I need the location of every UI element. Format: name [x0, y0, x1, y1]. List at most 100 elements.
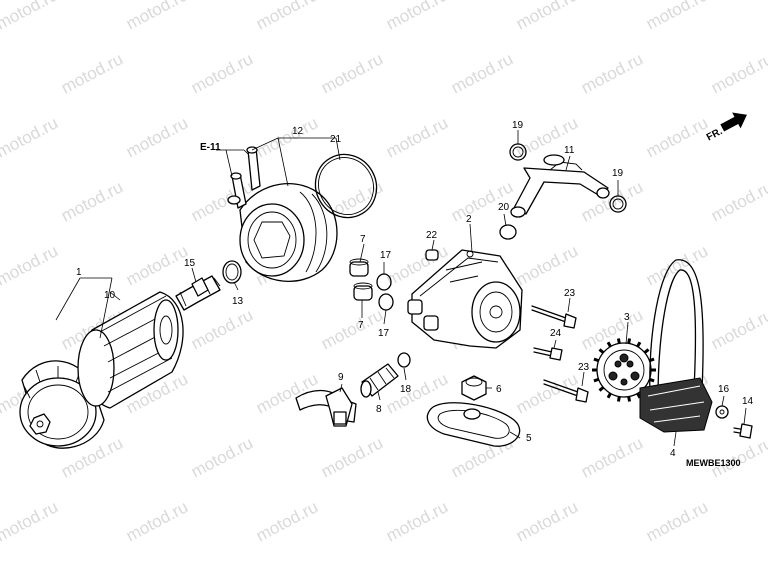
- callout-2: 2: [466, 214, 472, 225]
- callout-6: 6: [496, 384, 502, 395]
- sprocket-tooth: [616, 396, 621, 402]
- watermark-text: motod.ru: [123, 497, 191, 545]
- watermark-text: motod.ru: [708, 49, 768, 97]
- watermark-text: motod.ru: [513, 241, 581, 289]
- callout-21: 21: [330, 134, 342, 145]
- watermark-text: motod.ru: [513, 497, 581, 545]
- sprocket-tooth: [593, 377, 600, 383]
- sprocket-tooth: [636, 341, 642, 348]
- callout-23b: 23: [578, 362, 590, 373]
- part-fitting: [175, 275, 221, 311]
- part-oil-pump: [407, 249, 523, 349]
- callout-22: 22: [426, 230, 438, 241]
- watermark-text: motod.ru: [318, 433, 386, 481]
- callout-17b: 17: [378, 328, 390, 339]
- watermark-text: motod.ru: [58, 49, 126, 97]
- callout-1: 1: [76, 267, 82, 278]
- watermark-text: motod.ru: [383, 0, 451, 34]
- callout-19b: 19: [612, 168, 624, 179]
- callout-11: 11: [564, 145, 575, 156]
- part-bolt-14: [733, 423, 753, 439]
- part-sprocket: [592, 338, 656, 402]
- part-oil-cooler: [227, 146, 338, 282]
- watermark-text: motod.ru: [513, 0, 581, 34]
- part-nut-6: [461, 375, 487, 401]
- part-o-ring-13: [222, 260, 242, 284]
- callout-5: 5: [526, 433, 532, 444]
- watermark-text: motod.ru: [383, 113, 451, 161]
- watermark-text: motod.ru: [643, 241, 711, 289]
- callout-9: 9: [338, 372, 344, 383]
- callout-8: 8: [376, 404, 382, 415]
- callout-19a: 19: [512, 120, 524, 131]
- callout-4: 4: [670, 448, 676, 459]
- callout-13: 13: [232, 296, 244, 307]
- watermark-text: motod.ru: [708, 177, 768, 225]
- sprocket-tooth: [627, 338, 632, 344]
- watermark-text: motod.ru: [123, 241, 191, 289]
- front-direction-indicator: FR.: [705, 112, 747, 143]
- part-dowel-22: [425, 249, 439, 261]
- sprocket-tooth: [616, 338, 621, 344]
- callout-10: 10: [104, 290, 116, 301]
- watermark-text: motod.ru: [253, 0, 321, 34]
- watermark-text: motod.ru: [58, 177, 126, 225]
- callout-14: 14: [742, 396, 754, 407]
- sprocket-tooth: [593, 357, 600, 363]
- part-relief-valve: [360, 363, 399, 398]
- callout-7a: 7: [360, 234, 366, 245]
- part-strainer: [426, 402, 521, 447]
- watermark-text: motod.ru: [188, 305, 256, 353]
- drawing-code: MEWBE1300: [686, 458, 741, 468]
- part-bolts: [531, 305, 589, 403]
- sprocket-tooth: [598, 386, 605, 392]
- part-washer-16: [715, 405, 729, 419]
- part-chain: [639, 259, 713, 433]
- watermark-text: motod.ru: [643, 497, 711, 545]
- callout-7b: 7: [358, 320, 364, 331]
- watermark-text: motod.ru: [188, 49, 256, 97]
- watermark-text: motod.ru: [123, 113, 191, 161]
- callout-17a: 17: [380, 250, 392, 261]
- watermark-text: motod.ru: [643, 0, 711, 34]
- watermark-text: motod.ru: [578, 49, 646, 97]
- part-dowels: [349, 258, 394, 311]
- callout-24: 24: [550, 328, 562, 339]
- sprocket-tooth: [598, 348, 605, 354]
- callout-15: 15: [184, 258, 196, 269]
- watermark-text: motod.ru: [578, 433, 646, 481]
- watermark-text: motod.ru: [383, 497, 451, 545]
- watermark-text: motod.ru: [188, 433, 256, 481]
- callout-3: 3: [624, 312, 630, 323]
- sprocket-tooth: [627, 396, 632, 402]
- watermark-text: motod.ru: [318, 49, 386, 97]
- part-oil-pipe: [510, 154, 610, 218]
- callout-12: 12: [292, 126, 304, 137]
- callout-numbers: 1 2 3 4 5 6 7 7 8 9 10 11 12 13 14 15 16…: [76, 120, 754, 459]
- part-o-ring-21: [314, 153, 378, 219]
- sprocket-tooth: [606, 341, 612, 348]
- part-oil-filter: [77, 291, 184, 409]
- watermark-text: motod.ru: [643, 113, 711, 161]
- watermark-text: motod.ru: [253, 113, 321, 161]
- watermark-text: motod.ru: [448, 49, 516, 97]
- watermark-text: motod.ru: [0, 113, 61, 161]
- watermark-text: motod.ru: [318, 305, 386, 353]
- callout-18: 18: [400, 384, 412, 395]
- watermark-text: motod.ru: [708, 305, 768, 353]
- leader-lines: [55, 130, 747, 447]
- watermark-text: motod.ru: [0, 241, 61, 289]
- callout-20: 20: [498, 202, 510, 213]
- watermark-text: motod.ru: [123, 0, 191, 34]
- front-arrow-icon: [720, 112, 747, 132]
- sprocket-tooth: [606, 392, 612, 399]
- callout-16: 16: [718, 384, 730, 395]
- watermark-text: motod.ru: [253, 497, 321, 545]
- part-o-ring-18: [397, 352, 411, 368]
- watermark-text: motod.ru: [0, 0, 61, 34]
- part-o-ring-20: [499, 224, 517, 240]
- callout-23a: 23: [564, 288, 576, 299]
- ref-label: E-11: [200, 142, 221, 153]
